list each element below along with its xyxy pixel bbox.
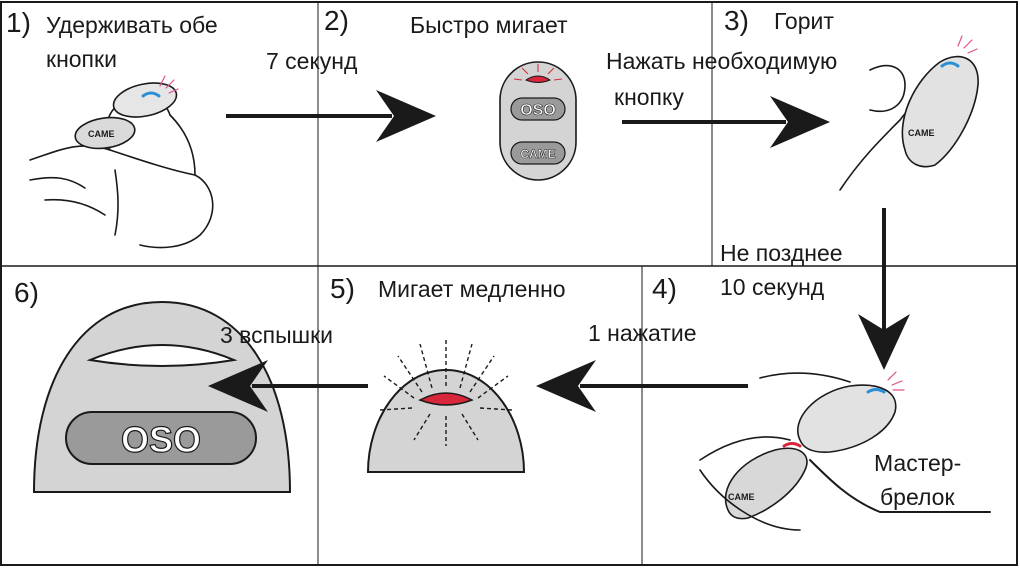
arrow-4-to-5 (536, 360, 748, 412)
remote-back (112, 82, 178, 118)
step-5-caption: Мигает медленно (378, 276, 566, 302)
remote-held: CAME (901, 55, 979, 168)
hand-lower (699, 436, 791, 461)
arrow-5-label: 3 вспышки (220, 322, 333, 348)
thumb (869, 64, 906, 112)
arrow-4-label: 1 нажатие (588, 320, 697, 346)
led-red (418, 392, 474, 406)
step-1-number: 1) (6, 7, 31, 38)
step-6-number: 6) (14, 277, 39, 308)
step-4-illustration: CAME (699, 371, 991, 531)
master-fob-label-line1: Мастер- (874, 450, 962, 476)
came-logo: CAME (728, 492, 755, 502)
step-1-caption-line1: Удерживать обе (46, 12, 218, 38)
arrow-1-label: 7 секунд (266, 48, 358, 74)
hand-outline (29, 145, 214, 249)
button-top (86, 344, 238, 367)
master-callout-line (809, 459, 991, 513)
came-logo: CAME (88, 129, 115, 139)
led-rays-upper (887, 371, 905, 391)
arrow-3-label-line1: Не позднее (720, 240, 843, 266)
oso-button (510, 97, 566, 121)
arrow-2-label-line1: Нажать необходимую (606, 48, 838, 74)
arrow-1-to-2 (226, 90, 436, 142)
led-rays (159, 75, 179, 94)
remote-upper (797, 384, 897, 453)
arrow-2-label-line2: кнопку (614, 84, 684, 110)
led-rays (957, 35, 978, 54)
master-fob-label-line2: брелок (880, 484, 955, 510)
step-2-illustration: OSO CAME (499, 61, 577, 181)
led-rays (513, 64, 563, 81)
came-logo: CAME (520, 147, 555, 161)
blink-rays (379, 338, 513, 446)
hand-upper (759, 372, 851, 383)
arrow-3-to-4 (858, 208, 910, 370)
step-2-number: 2) (324, 5, 349, 36)
remote-front: CAME (74, 116, 136, 150)
step-1-caption-line2: кнопки (46, 46, 117, 72)
flow-arrows (208, 90, 910, 412)
oso-logo: OSO (121, 419, 201, 460)
came-logo: CAME (908, 128, 935, 138)
oso-button (65, 411, 257, 465)
arrow-2-to-3 (622, 96, 830, 148)
came-button (510, 141, 566, 165)
step-5-illustration (366, 338, 526, 473)
step-6-illustration: OSO (32, 300, 292, 493)
arrow-5-to-6 (208, 360, 368, 412)
step-3-illustration: CAME (839, 35, 979, 191)
led-red (524, 75, 552, 83)
step-4-number: 4) (652, 273, 677, 304)
step-3-caption: Горит (774, 8, 834, 34)
step-2-caption: Быстро мигает (410, 12, 568, 38)
remote-master: CAME (724, 442, 808, 520)
step-1-illustration: CAME (29, 75, 214, 249)
oso-logo: OSO (520, 102, 556, 119)
arrow-3-label-line2: 10 секунд (720, 274, 825, 300)
step-3-number: 3) (724, 5, 749, 36)
step-5-number: 5) (330, 273, 355, 304)
